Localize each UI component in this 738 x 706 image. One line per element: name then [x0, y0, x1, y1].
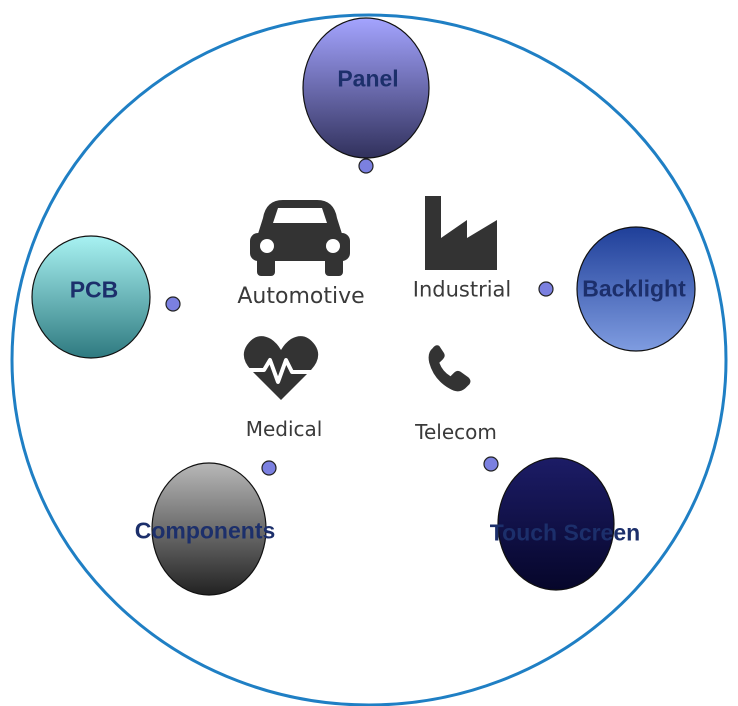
backlight-node[interactable] [576, 226, 696, 352]
panel-label: Panel [337, 65, 399, 92]
pcb-connector-dot [165, 296, 181, 312]
touch-screen-label: Touch Screen [489, 519, 641, 546]
backlight-connector-dot [538, 281, 554, 297]
phone-icon [428, 345, 471, 392]
automotive-label: Automotive [237, 284, 365, 309]
panel-connector-dot [358, 158, 374, 174]
factory-icon [425, 196, 497, 270]
outer-ring [10, 13, 728, 706]
touch-screen-node[interactable] [497, 457, 615, 591]
car-icon [250, 200, 350, 276]
pcb-label: PCB [69, 276, 119, 303]
panel-node[interactable] [302, 17, 430, 159]
telecom-label: Telecom [415, 420, 497, 444]
backlight-label: Backlight [582, 275, 686, 302]
medical-label: Medical [245, 417, 323, 441]
industrial-label: Industrial [412, 277, 512, 302]
components-node[interactable] [151, 462, 267, 596]
components-label: Components [134, 517, 276, 544]
pcb-node[interactable] [31, 235, 151, 359]
touch-screen-connector-dot [483, 456, 499, 472]
components-connector-dot [261, 460, 277, 476]
heart-pulse-icon [241, 336, 321, 400]
